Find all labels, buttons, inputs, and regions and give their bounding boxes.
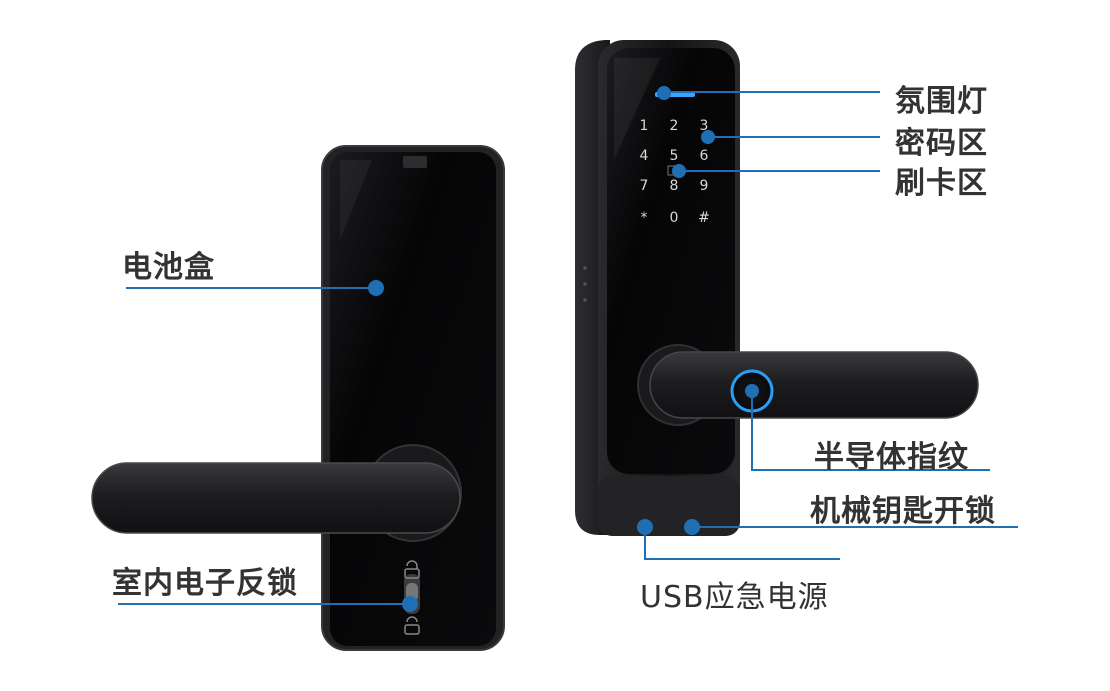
keypad: 1 2 3 4 5 6 7 8 9 * 0 #	[640, 118, 710, 226]
keypad-key-0: 0	[670, 210, 679, 226]
mechanical-key-label: 机械钥匙开锁	[810, 494, 996, 529]
fingerprint-label: 半导体指纹	[814, 440, 969, 475]
card-area-label: 刷卡区	[895, 166, 988, 201]
keypad-key-4: 4	[640, 148, 649, 164]
callout-lines	[118, 86, 1018, 612]
inner-lock-label: 室内电子反锁	[112, 566, 298, 601]
keypad-key-3: 3	[700, 118, 709, 134]
keypad-key-7: 7	[640, 178, 649, 194]
keypad-key-2: 2	[670, 118, 679, 134]
password-area-label: 密码区	[895, 126, 988, 161]
battery-box-label: 电池盒	[122, 250, 215, 285]
keypad-key-6: 6	[700, 148, 709, 164]
usb-power-label: USB应急电源	[640, 580, 829, 615]
indoor-lock	[91, 145, 505, 651]
outdoor-lock: 1 2 3 4 5 6 7 8 9 * 0 #	[575, 40, 979, 536]
keypad-key-8: 8	[670, 178, 679, 194]
keypad-key-1: 1	[640, 118, 649, 134]
keypad-key-9: 9	[700, 178, 709, 194]
keypad-key-hash: #	[698, 210, 710, 226]
keypad-key-star: *	[641, 210, 648, 226]
ambient-light-label: 氛围灯	[895, 84, 988, 119]
keypad-key-5: 5	[670, 148, 679, 164]
